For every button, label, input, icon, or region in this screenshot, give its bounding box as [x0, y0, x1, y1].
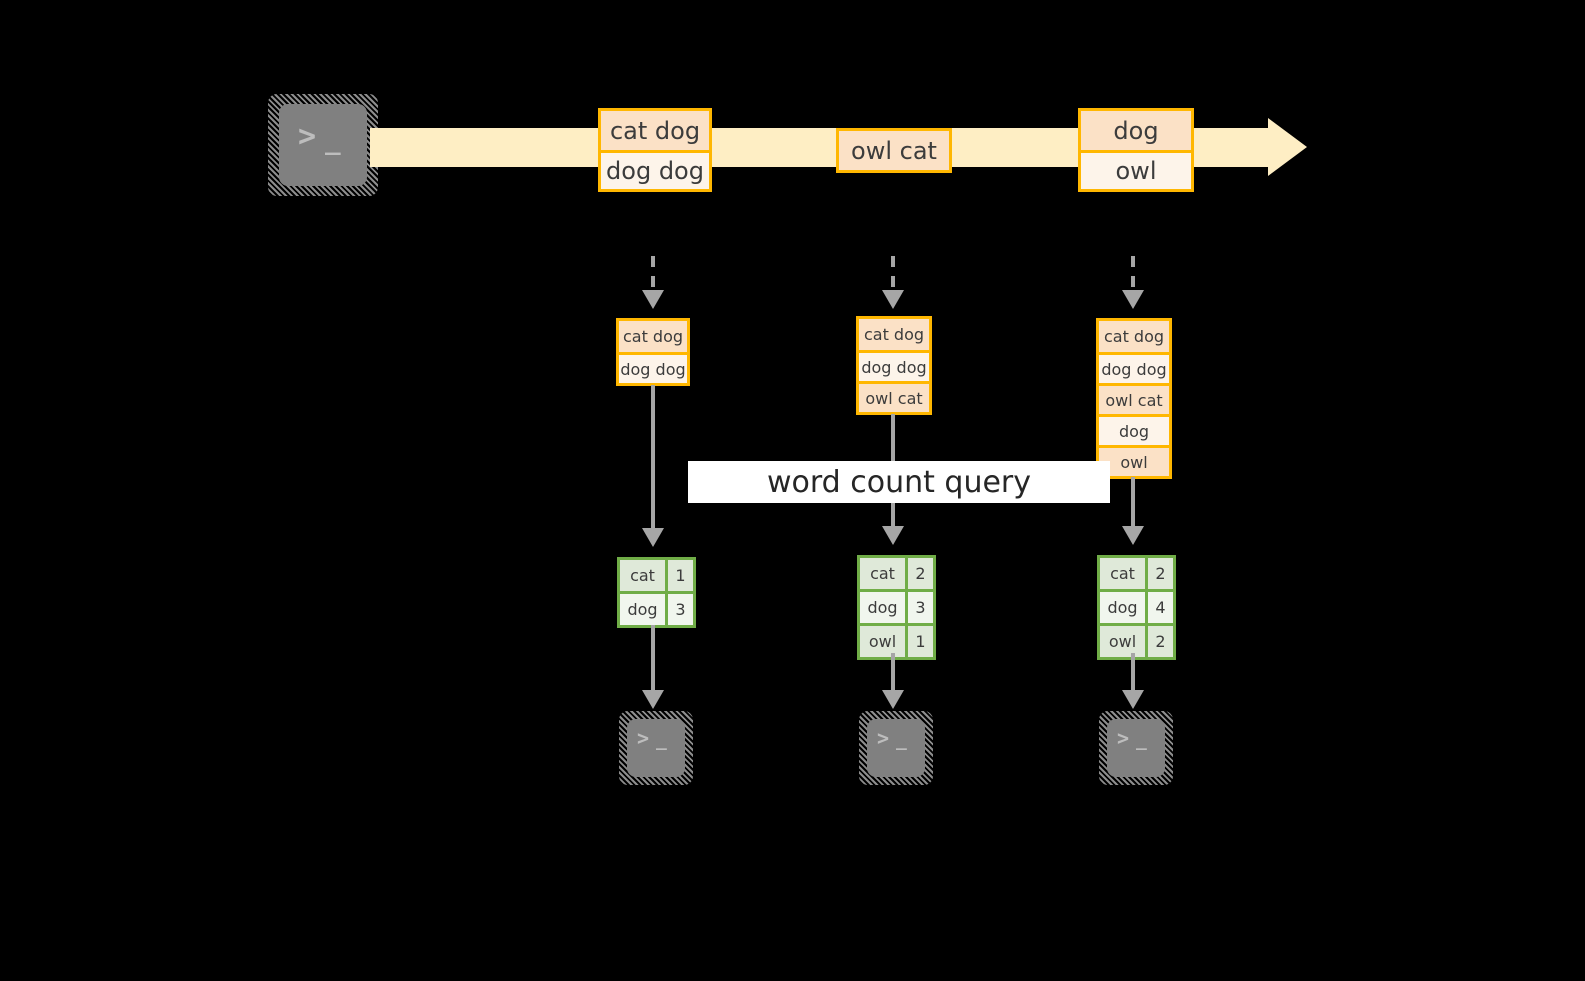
terminal-prompt-glyph: > — [877, 726, 891, 750]
snapshot-3-trigger-dashed-line — [1131, 256, 1135, 290]
snapshot-1-query-line — [651, 385, 655, 540]
snapshot-1-sink-line — [651, 625, 655, 693]
snapshot-3-result-word-3: owl — [1100, 626, 1145, 657]
stream-batch-3[interactable]: dog owl — [1078, 108, 1194, 192]
snapshot-1-result-table[interactable]: cat 1 dog 3 — [617, 557, 696, 628]
snapshot-1-trigger-arrowhead — [642, 290, 664, 309]
snapshot-1-trigger-dashed-line — [651, 256, 655, 290]
table-row: dog 3 — [860, 589, 933, 623]
snapshot-1-result-word-2: dog — [620, 594, 665, 625]
word-count-query-label-text: word count query — [766, 464, 1032, 500]
snapshot-1-input-table[interactable]: cat dog dog dog — [616, 318, 690, 386]
terminal-prompt-glyph: > — [298, 119, 318, 154]
snapshot-3-result-count-2: 4 — [1145, 592, 1173, 623]
snapshot-3-input-line-4: dog — [1099, 414, 1169, 445]
table-row: cat 2 — [1100, 558, 1173, 589]
stream-batch-2[interactable]: owl cat — [836, 128, 952, 173]
snapshot-1-query-arrowhead — [642, 528, 664, 547]
snapshot-3-result-table[interactable]: cat 2 dog 4 owl 2 — [1097, 555, 1176, 660]
stream-batch-3-line-2: owl — [1081, 150, 1191, 189]
snapshot-2-input-line-1: cat dog — [859, 319, 929, 350]
terminal-cursor-glyph: _ — [1136, 730, 1148, 751]
snapshot-2-input-line-3: owl cat — [859, 381, 929, 412]
snapshot-3-sink-terminal-icon[interactable]: > _ — [1099, 711, 1173, 785]
snapshot-1-result-count-1: 1 — [665, 560, 693, 591]
snapshot-3-sink-line — [1131, 653, 1135, 695]
snapshot-2-result-word-3: owl — [860, 626, 905, 657]
snapshot-3-trigger-arrowhead — [1122, 290, 1144, 309]
table-row: owl 2 — [1100, 623, 1173, 657]
snapshot-2-sink-arrowhead — [882, 690, 904, 709]
table-row: cat 2 — [860, 558, 933, 589]
snapshot-3-result-count-1: 2 — [1145, 558, 1173, 589]
input-stream-arrow-head — [1268, 118, 1307, 176]
stream-batch-1[interactable]: cat dog dog dog — [598, 108, 712, 192]
snapshot-2-result-word-1: cat — [860, 558, 905, 589]
terminal-cursor-glyph: _ — [325, 126, 342, 156]
terminal-cursor-glyph: _ — [896, 730, 908, 751]
snapshot-2-sink-terminal-icon[interactable]: > _ — [859, 711, 933, 785]
snapshot-1-sink-arrowhead — [642, 690, 664, 709]
terminal-plate — [627, 719, 685, 777]
word-count-query-label: word count query — [688, 461, 1110, 503]
snapshot-3-input-line-5: owl — [1099, 445, 1169, 476]
terminal-plate — [867, 719, 925, 777]
snapshot-3-input-line-3: owl cat — [1099, 383, 1169, 414]
snapshot-3-result-word-2: dog — [1100, 592, 1145, 623]
snapshot-2-result-count-1: 2 — [905, 558, 933, 589]
terminal-prompt-glyph: > — [637, 726, 651, 750]
terminal-cursor-glyph: _ — [656, 730, 668, 751]
snapshot-2-query-arrowhead — [882, 526, 904, 545]
snapshot-1-input-line-1: cat dog — [619, 321, 687, 352]
snapshot-2-result-table[interactable]: cat 2 dog 3 owl 1 — [857, 555, 936, 660]
terminal-plate — [1107, 719, 1165, 777]
snapshot-3-result-count-3: 2 — [1145, 626, 1173, 657]
table-row: dog 3 — [620, 591, 693, 625]
snapshot-3-result-word-1: cat — [1100, 558, 1145, 589]
snapshot-2-input-table[interactable]: cat dog dog dog owl cat — [856, 316, 932, 415]
source-terminal-icon[interactable]: > _ — [268, 94, 378, 196]
snapshot-1-input-line-2: dog dog — [619, 352, 687, 383]
stream-batch-3-line-1: dog — [1081, 111, 1191, 150]
snapshot-2-sink-line — [891, 653, 895, 695]
snapshot-2-result-count-3: 1 — [905, 626, 933, 657]
snapshot-3-input-line-1: cat dog — [1099, 321, 1169, 352]
stream-batch-1-line-2: dog dog — [601, 150, 709, 189]
snapshot-3-query-arrowhead — [1122, 526, 1144, 545]
snapshot-3-query-line — [1131, 477, 1135, 538]
snapshot-2-input-line-2: dog dog — [859, 350, 929, 381]
terminal-prompt-glyph: > — [1117, 726, 1131, 750]
snapshot-2-trigger-arrowhead — [882, 290, 904, 309]
snapshot-2-trigger-dashed-line — [891, 256, 895, 290]
table-row: owl 1 — [860, 623, 933, 657]
snapshot-1-sink-terminal-icon[interactable]: > _ — [619, 711, 693, 785]
terminal-plate — [279, 104, 367, 186]
table-row: cat 1 — [620, 560, 693, 591]
snapshot-3-input-line-2: dog dog — [1099, 352, 1169, 383]
stream-batch-2-line-1: owl cat — [839, 131, 949, 170]
snapshot-1-result-count-2: 3 — [665, 594, 693, 625]
snapshot-1-result-word-1: cat — [620, 560, 665, 591]
snapshot-2-result-count-2: 3 — [905, 592, 933, 623]
snapshot-3-sink-arrowhead — [1122, 690, 1144, 709]
snapshot-2-result-word-2: dog — [860, 592, 905, 623]
snapshot-3-input-table[interactable]: cat dog dog dog owl cat dog owl — [1096, 318, 1172, 479]
table-row: dog 4 — [1100, 589, 1173, 623]
stream-batch-1-line-1: cat dog — [601, 111, 709, 150]
